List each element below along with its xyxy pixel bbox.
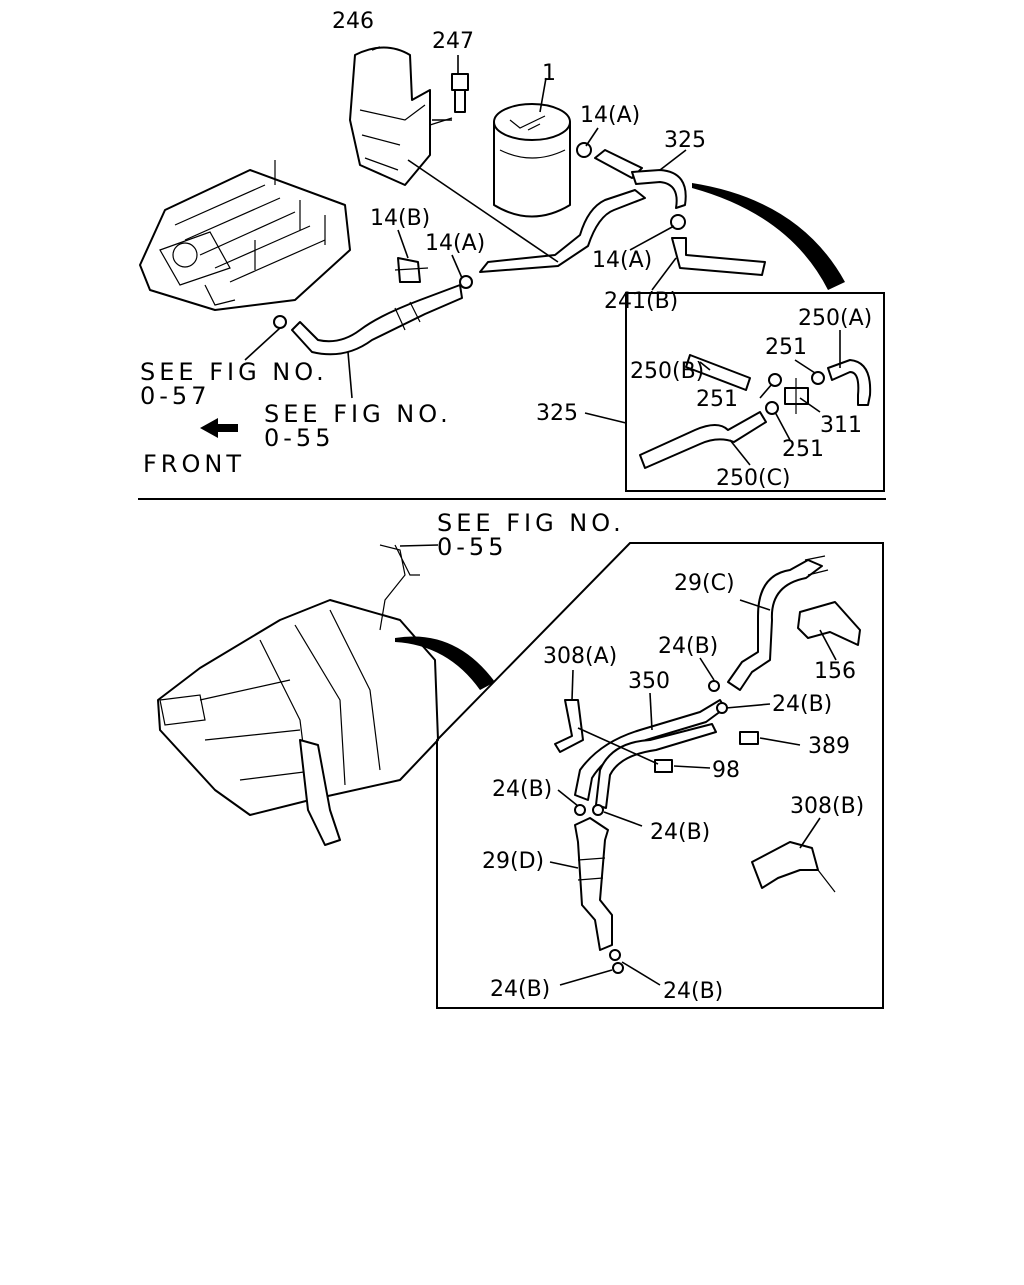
- pointer-arrow-top: [692, 183, 845, 290]
- label-24b-4: 24(B): [650, 820, 710, 845]
- label-250b: 250(B): [630, 359, 704, 384]
- part-labels: 246 247 1 14(A) 325 14(B) 14(A) 14(A) 24…: [332, 9, 872, 1004]
- label-241b: 241(B): [604, 289, 678, 314]
- bracket-246-drawing: [349, 46, 453, 186]
- inset-box-bottom: [436, 542, 884, 1009]
- label-14a-right: 14(A): [592, 248, 652, 273]
- label-98: 98: [712, 758, 740, 783]
- label-14a-top: 14(A): [580, 103, 640, 128]
- label-311: 311: [820, 413, 862, 438]
- label-29d: 29(D): [482, 849, 544, 874]
- label-325-inset: 325: [536, 401, 578, 426]
- see-fig-055a-line1: SEE FIG NO.: [264, 400, 452, 428]
- see-fig-055b-line1: SEE FIG NO.: [437, 509, 625, 537]
- label-251-b: 251: [696, 387, 738, 412]
- label-1: 1: [542, 61, 556, 86]
- label-24b-5: 24(B): [490, 977, 550, 1002]
- label-250c: 250(C): [716, 466, 791, 491]
- front-label: FRONT: [143, 450, 245, 478]
- clip-14a-top: [576, 142, 592, 158]
- clip-14a-right: [670, 214, 686, 230]
- label-14b: 14(B): [370, 206, 430, 231]
- label-350: 350: [628, 669, 670, 694]
- bolt-247-drawing: [451, 73, 469, 113]
- hose-325-top-drawing: [459, 149, 687, 289]
- label-247: 247: [432, 29, 474, 54]
- label-251-a: 251: [765, 335, 807, 360]
- transmission-drawing: [157, 544, 439, 846]
- label-24b-3: 24(B): [492, 777, 552, 802]
- intake-manifold-drawing: [139, 160, 351, 311]
- label-156: 156: [814, 659, 856, 684]
- label-251-c: 251: [782, 437, 824, 462]
- label-325-top: 325: [664, 128, 706, 153]
- hose-241b-drawing: [671, 237, 766, 276]
- label-29c: 29(C): [674, 571, 735, 596]
- reference-notes: SEE FIG NO. 0-57 SEE FIG NO. 0-55 FRONT …: [140, 358, 625, 561]
- hose-lower-left-drawing: [273, 257, 463, 356]
- label-250a: 250(A): [798, 306, 872, 331]
- front-arrow-icon: [200, 418, 238, 438]
- label-308b: 308(B): [790, 794, 864, 819]
- see-fig-057-line1: SEE FIG NO.: [140, 358, 328, 386]
- pointer-arrow-bottom: [395, 636, 495, 690]
- label-24b-1: 24(B): [658, 634, 718, 659]
- see-fig-055a-line2: 0-55: [264, 424, 334, 452]
- see-fig-057-line2: 0-57: [140, 382, 210, 410]
- leader-lines-top: [244, 46, 841, 466]
- label-24b-6: 24(B): [663, 979, 723, 1004]
- leader-lines-bottom: [399, 544, 837, 986]
- see-fig-055b-line2: 0-55: [437, 533, 507, 561]
- label-246: 246: [332, 9, 374, 34]
- canister-1-drawing: [493, 103, 571, 218]
- label-14a-mid: 14(A): [425, 231, 485, 256]
- label-308a: 308(A): [543, 644, 617, 669]
- label-389: 389: [808, 734, 850, 759]
- label-24b-2: 24(B): [772, 692, 832, 717]
